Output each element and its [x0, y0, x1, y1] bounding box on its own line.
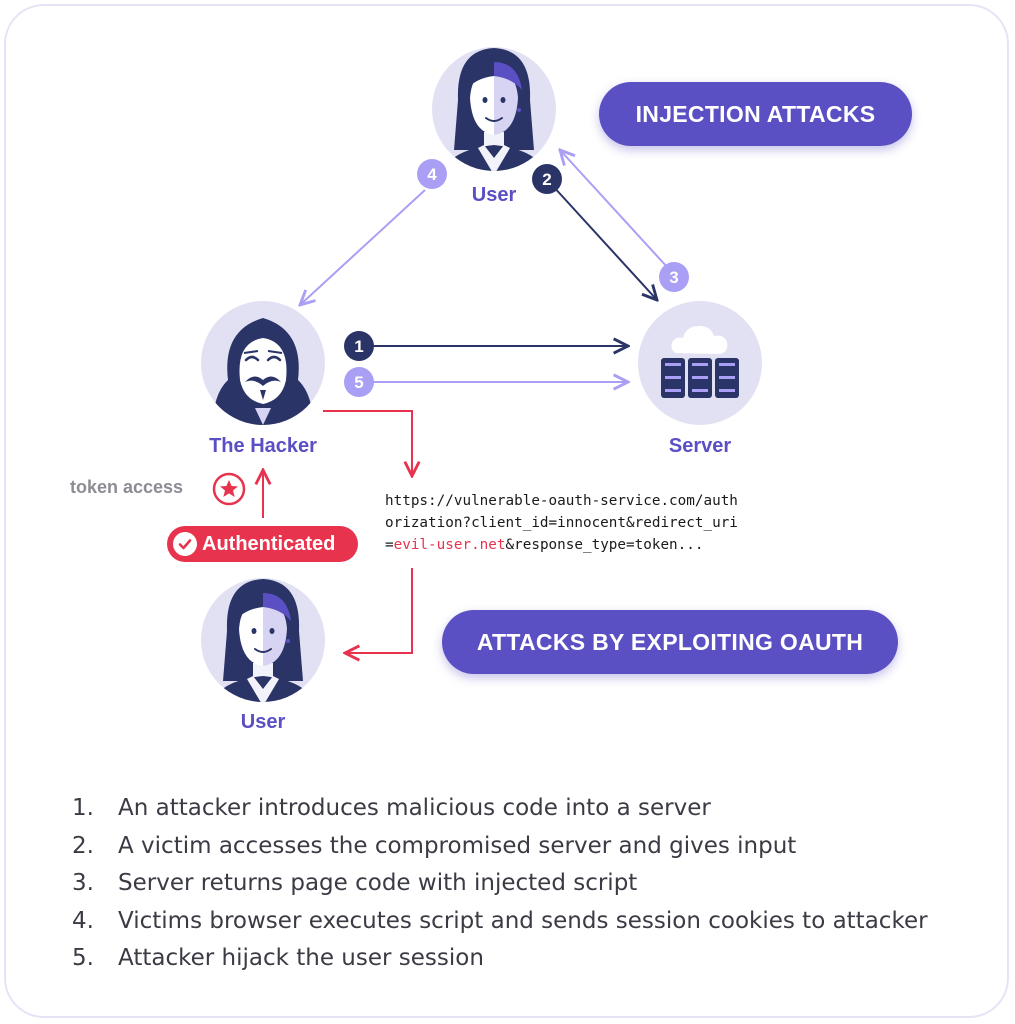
arrow-hacker-to-url	[323, 410, 412, 476]
list-item: 1. An attacker introduces malicious code …	[72, 790, 928, 828]
list-item-number: 2.	[72, 832, 94, 859]
arrow-step-2	[551, 184, 657, 300]
step-marker-2: 2	[532, 164, 562, 194]
url-prefix: https://vulnerable-oauth-service.com/aut…	[385, 493, 738, 553]
hacker-label: The Hacker	[209, 435, 317, 457]
list-item: 3. Server returns page code with injected…	[72, 865, 928, 903]
arrow-step-3	[560, 150, 669, 269]
server-label: Server	[668, 435, 732, 457]
list-item-text: An attacker introduces malicious code in…	[118, 795, 711, 821]
step-marker-3-label: 3	[669, 268, 678, 287]
user-bottom-label: User	[240, 711, 286, 733]
oauth-attacks-title: ATTACKS BY EXPLOITING OAUTH	[442, 610, 898, 674]
authenticated-label: Authenticated	[202, 532, 336, 555]
check-icon	[173, 532, 197, 556]
list-item-text: Victims browser executes script and send…	[118, 907, 928, 934]
arrow-step-4	[300, 189, 426, 305]
list-item-number: 4.	[72, 907, 94, 934]
list-item-text: Attacker hijack the user session	[118, 945, 484, 971]
url-suffix: &response_type=token...	[505, 537, 704, 553]
user-bottom-avatar	[201, 578, 325, 702]
arrow-url-to-user	[345, 568, 413, 653]
server-rack-icon	[661, 358, 739, 398]
list-item-number: 5.	[72, 945, 94, 971]
user-top-avatar	[432, 47, 556, 171]
step-marker-1-label: 1	[354, 337, 363, 356]
authenticated-badge: Authenticated	[167, 526, 358, 562]
list-item-text: Server returns page code with injected s…	[118, 870, 638, 896]
url-evil-domain: evil-user.net	[393, 537, 506, 553]
hacker-avatar	[201, 301, 325, 425]
list-item: 5. Attacker hijack the user session	[72, 940, 928, 978]
step-marker-1: 1	[344, 331, 374, 361]
list-item: 4. Victims browser executes script and se…	[72, 903, 928, 941]
list-item: 2. A victim accesses the compromised serv…	[72, 828, 928, 866]
list-item-number: 1.	[72, 795, 94, 821]
injection-attacks-title: INJECTION ATTACKS	[599, 82, 912, 146]
token-access-label: token access	[70, 477, 184, 497]
step-marker-4-label: 4	[427, 165, 437, 184]
step-marker-3: 3	[659, 262, 689, 292]
malicious-url: https://vulnerable-oauth-service.com/aut…	[385, 490, 745, 556]
step-marker-5: 5	[344, 367, 374, 397]
step-marker-4: 4	[417, 159, 447, 189]
list-item-number: 3.	[72, 870, 94, 896]
server-avatar	[638, 301, 762, 425]
steps-list: 1. An attacker introduces malicious code …	[72, 790, 928, 978]
step-marker-2-label: 2	[542, 170, 551, 189]
list-item-text: A victim accesses the compromised server…	[118, 832, 797, 859]
user-top-label: User	[471, 184, 517, 206]
star-badge-icon	[212, 472, 246, 506]
card-frame	[4, 4, 1009, 1018]
step-marker-5-label: 5	[354, 373, 363, 392]
